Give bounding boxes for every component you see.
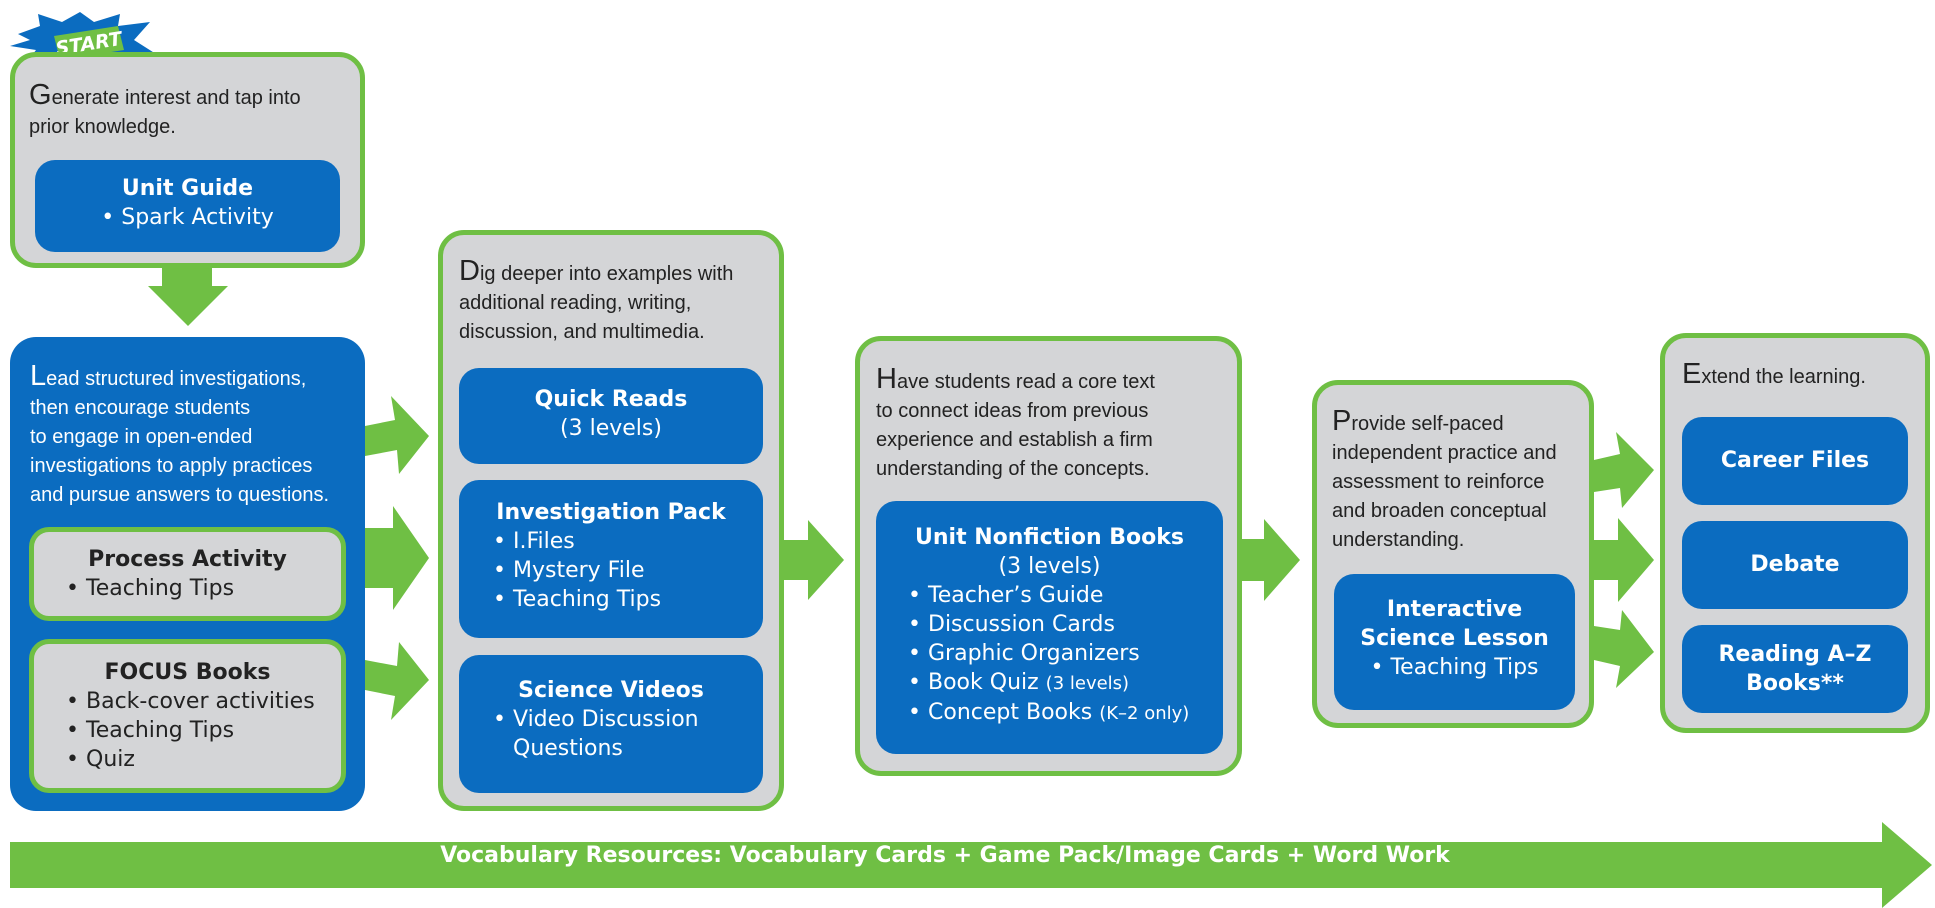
process-activity-card[interactable]: Process Activity Teaching Tips	[29, 527, 346, 621]
vocabulary-resources-label: Vocabulary Resources: Vocabulary Cards +…	[440, 843, 1450, 868]
stage-self-paced-practice: Provide self-paced independent practice …	[1312, 380, 1594, 728]
list-item: Teacher’s Guide	[908, 581, 1223, 610]
stage-extend-learning: Extend the learning. Career Files Debate…	[1660, 333, 1930, 733]
stage-self-paced-practice-text: Provide self-paced independent practice …	[1332, 405, 1557, 552]
right-arrow-1	[784, 520, 844, 600]
interactive-science-lesson-title-2: Science Lesson	[1360, 626, 1549, 651]
interactive-science-lesson-item: • Teaching Tips	[1370, 655, 1539, 680]
stage-dig-deeper-text: Dig deeper into examples with additional…	[459, 255, 734, 344]
reading-a-z-title-1: Reading A–Z	[1718, 642, 1872, 667]
stage-generate-interest: Generate interest and tap into prior kno…	[10, 52, 365, 268]
right-arrow-2	[1242, 519, 1300, 601]
list-item: Teaching Tips	[66, 574, 341, 603]
list-item: Graphic Organizers	[908, 639, 1223, 668]
list-item: Quiz	[66, 745, 341, 774]
list-item: Back-cover activities	[66, 687, 341, 716]
quick-reads-subtitle: (3 levels)	[560, 416, 662, 441]
unit-guide-title: Unit Guide	[121, 176, 254, 201]
stage-lead-investigations-text: Lead structured investigations, then enc…	[30, 360, 330, 507]
unit-nonfiction-books-subtitle: (3 levels)	[998, 554, 1101, 579]
list-item: Discussion Cards	[908, 610, 1223, 639]
investigation-pack-title: Investigation Pack	[496, 500, 726, 525]
unit-guide-item: • Spark Activity	[101, 205, 274, 230]
list-item: Teaching Tips	[493, 585, 763, 614]
stage-dig-deeper: Dig deeper into examples with additional…	[438, 230, 784, 811]
stage-lead-investigations: Lead structured investigations, then enc…	[10, 337, 365, 811]
interactive-science-lesson-card[interactable]: Interactive Science Lesson • Teaching Ti…	[1334, 574, 1575, 710]
list-item: Mystery File	[493, 556, 763, 585]
vocabulary-band-arrow	[10, 822, 1932, 908]
career-files-title: Career Files	[1720, 448, 1870, 473]
list-item: Concept Books (K–2 only)	[908, 698, 1223, 728]
stage-read-core-text: Have students read a core text to connec…	[855, 336, 1242, 776]
investigation-pack-card[interactable]: Investigation Pack I.Files Mystery File …	[459, 480, 763, 638]
list-item: Teaching Tips	[66, 716, 341, 745]
science-videos-title: Science Videos	[518, 678, 704, 703]
stage-extend-learning-text: Extend the learning.	[1682, 358, 1866, 390]
fan-arrows-2	[1594, 432, 1654, 688]
quick-reads-card[interactable]: Quick Reads (3 levels)	[459, 368, 763, 464]
stage-read-core-text-text: Have students read a core text to connec…	[876, 363, 1155, 481]
quick-reads-title: Quick Reads	[534, 387, 688, 412]
science-videos-card[interactable]: Science Videos Video Discussion Question…	[459, 655, 763, 793]
debate-title: Debate	[1750, 552, 1840, 577]
list-item: Book Quiz (3 levels)	[908, 668, 1223, 698]
list-item: I.Files	[493, 527, 763, 556]
debate-card[interactable]: Debate	[1682, 521, 1908, 609]
interactive-science-lesson-title-1: Interactive	[1386, 597, 1523, 622]
unit-guide-card[interactable]: Unit Guide • Spark Activity	[35, 160, 340, 252]
unit-nonfiction-books-card[interactable]: Unit Nonfiction Books (3 levels) Teacher…	[876, 501, 1223, 754]
focus-books-card[interactable]: FOCUS Books Back-cover activities Teachi…	[29, 639, 346, 793]
process-activity-title: Process Activity	[88, 547, 287, 572]
down-arrow	[148, 268, 228, 326]
stage-generate-interest-text: Generate interest and tap into prior kno…	[29, 79, 301, 139]
unit-nonfiction-books-title: Unit Nonfiction Books	[915, 525, 1184, 550]
reading-a-z-title-2: Books**	[1746, 671, 1844, 696]
fan-arrows-1	[365, 396, 429, 720]
list-item: Video Discussion Questions	[493, 705, 713, 763]
reading-a-z-books-card[interactable]: Reading A–Z Books**	[1682, 625, 1908, 713]
career-files-card[interactable]: Career Files	[1682, 417, 1908, 505]
focus-books-title: FOCUS Books	[104, 660, 271, 685]
